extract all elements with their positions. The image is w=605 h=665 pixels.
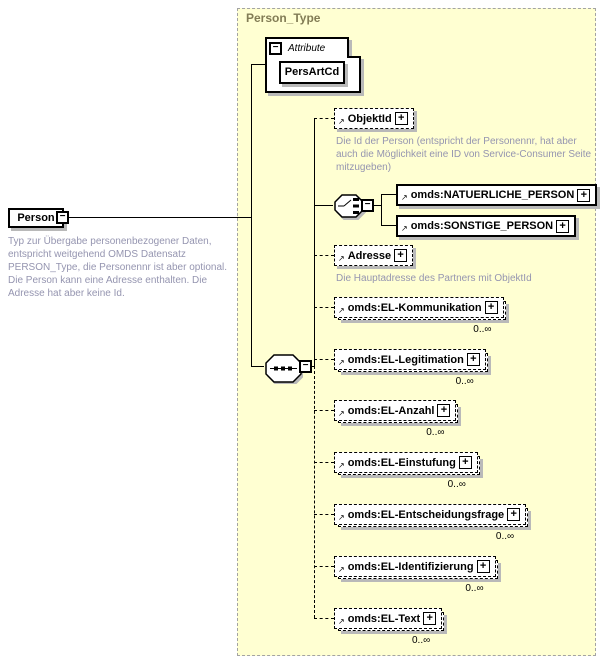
connector-trunk	[314, 118, 315, 366]
collapse-icon[interactable]: −	[361, 199, 374, 212]
root-element-label: Person	[17, 212, 55, 224]
expand-icon[interactable]: +	[394, 249, 408, 262]
collapse-icon[interactable]: −	[56, 211, 69, 224]
reference-arrow-icon: ↗	[338, 254, 345, 263]
connector-stub	[314, 566, 334, 567]
occurrence-label: 0..∞	[426, 427, 445, 438]
element-el-identifizierung-row: ↗ omds:EL-Identifizierung + 0..∞	[334, 556, 498, 594]
expand-icon[interactable]: +	[394, 112, 408, 125]
expand-icon[interactable]: +	[577, 188, 591, 202]
occurrence-label: 0..∞	[473, 324, 492, 335]
connector-stub	[314, 255, 334, 256]
connector-stub	[314, 514, 334, 515]
element-adresse[interactable]: ↗ Adresse +	[334, 245, 414, 266]
connector-stub	[314, 307, 334, 308]
connector-line	[381, 194, 396, 195]
connector-stub	[314, 118, 334, 119]
element-el-anzahl-row: ↗ omds:EL-Anzahl + 0..∞	[334, 400, 459, 438]
element-el-entscheidungsfrage[interactable]: ↗ omds:EL-Entscheidungsfrage +	[334, 504, 529, 527]
element-el-kommunikation-row: ↗ omds:EL-Kommunikation + 0..∞	[334, 297, 506, 335]
root-element-person[interactable]: Person	[8, 208, 64, 228]
expand-icon[interactable]: +	[507, 508, 521, 521]
element-el-anzahl[interactable]: ↗ omds:EL-Anzahl +	[334, 400, 459, 423]
collapse-icon[interactable]: −	[269, 42, 282, 55]
attribute-persartcd[interactable]: PersArtCd	[279, 61, 345, 84]
connector-line	[251, 366, 264, 367]
element-natuerliche-person-row: ↗ omds:NATUERLICHE_PERSON +	[396, 184, 598, 206]
element-objektid[interactable]: ↗ ObjektId +	[334, 108, 414, 129]
element-el-einstufung-row: ↗ omds:EL-Einstufung + 0..∞	[334, 452, 480, 490]
occurrence-label: 0..∞	[455, 376, 474, 387]
element-el-legitimation[interactable]: ↗ omds:EL-Legitimation +	[334, 349, 488, 372]
reference-arrow-icon: ↗	[338, 617, 345, 626]
connector-line	[381, 225, 396, 226]
expand-icon[interactable]: +	[484, 301, 498, 314]
element-el-legitimation-row: ↗ omds:EL-Legitimation + 0..∞	[334, 349, 488, 387]
connector-line	[251, 64, 266, 65]
collapse-icon[interactable]: −	[299, 360, 312, 373]
connector-stub	[314, 462, 334, 463]
element-el-entscheidungsfrage-row: ↗ omds:EL-Entscheidungsfrage + 0..∞	[334, 504, 529, 542]
expand-icon[interactable]: +	[466, 353, 480, 366]
element-sonstige-person-row: ↗ omds:SONSTIGE_PERSON +	[396, 215, 577, 237]
element-el-kommunikation[interactable]: ↗ omds:EL-Kommunikation +	[334, 297, 506, 320]
person-type-container	[237, 8, 596, 656]
connector-trunk-optional	[314, 366, 315, 618]
container-title: Person_Type	[246, 11, 321, 25]
sequence-compositor-icon	[265, 354, 303, 384]
connector-line	[310, 366, 315, 367]
reference-arrow-icon: ↗	[401, 224, 408, 233]
connector-line	[381, 194, 382, 226]
reference-arrow-icon: ↗	[338, 409, 345, 418]
attribute-section-label: Attribute	[288, 43, 326, 54]
reference-arrow-icon: ↗	[338, 117, 345, 126]
element-sonstige-person[interactable]: ↗ omds:SONSTIGE_PERSON +	[396, 215, 577, 237]
element-annotation: Die Hauptadresse des Partners mit Objekt…	[336, 273, 532, 284]
element-el-text-row: ↗ omds:EL-Text + 0..∞	[334, 608, 445, 646]
element-el-identifizierung[interactable]: ↗ omds:EL-Identifizierung +	[334, 556, 498, 579]
expand-icon[interactable]: +	[458, 456, 472, 469]
occurrence-label: 0..∞	[411, 635, 431, 646]
reference-arrow-icon: ↗	[338, 358, 345, 367]
expand-icon[interactable]: +	[423, 612, 437, 625]
occurrence-label: 0..∞	[447, 479, 466, 490]
connector-stub	[314, 205, 333, 206]
connector-line	[251, 64, 252, 367]
expand-icon[interactable]: +	[437, 404, 451, 417]
reference-arrow-icon: ↗	[401, 193, 408, 202]
root-element-annotation: Typ zur Übergabe personenbezogener Daten…	[8, 236, 228, 299]
element-annotation: Die Id der Person (entspricht der Person…	[336, 136, 592, 173]
reference-arrow-icon: ↗	[338, 565, 345, 574]
occurrence-label: 0..∞	[495, 531, 515, 542]
connector-stub	[314, 359, 334, 360]
element-objektid-row: ↗ ObjektId + Die Id der Person (entspric…	[334, 108, 592, 174]
connector-stub	[314, 410, 334, 411]
element-natuerliche-person[interactable]: ↗ omds:NATUERLICHE_PERSON +	[396, 184, 598, 206]
occurrence-label: 0..∞	[465, 583, 484, 594]
element-el-einstufung[interactable]: ↗ omds:EL-Einstufung +	[334, 452, 480, 475]
choice-compositor-icon	[334, 194, 366, 220]
connector-line	[69, 217, 251, 218]
reference-arrow-icon: ↗	[338, 461, 345, 470]
element-el-text[interactable]: ↗ omds:EL-Text +	[334, 608, 445, 631]
element-adresse-row: ↗ Adresse + Die Hauptadresse des Partner…	[334, 245, 592, 285]
reference-arrow-icon: ↗	[338, 513, 345, 522]
connector-line	[373, 205, 381, 206]
expand-icon[interactable]: +	[476, 560, 490, 573]
connector-stub	[314, 618, 334, 619]
reference-arrow-icon: ↗	[338, 306, 345, 315]
expand-icon[interactable]: +	[556, 219, 570, 233]
